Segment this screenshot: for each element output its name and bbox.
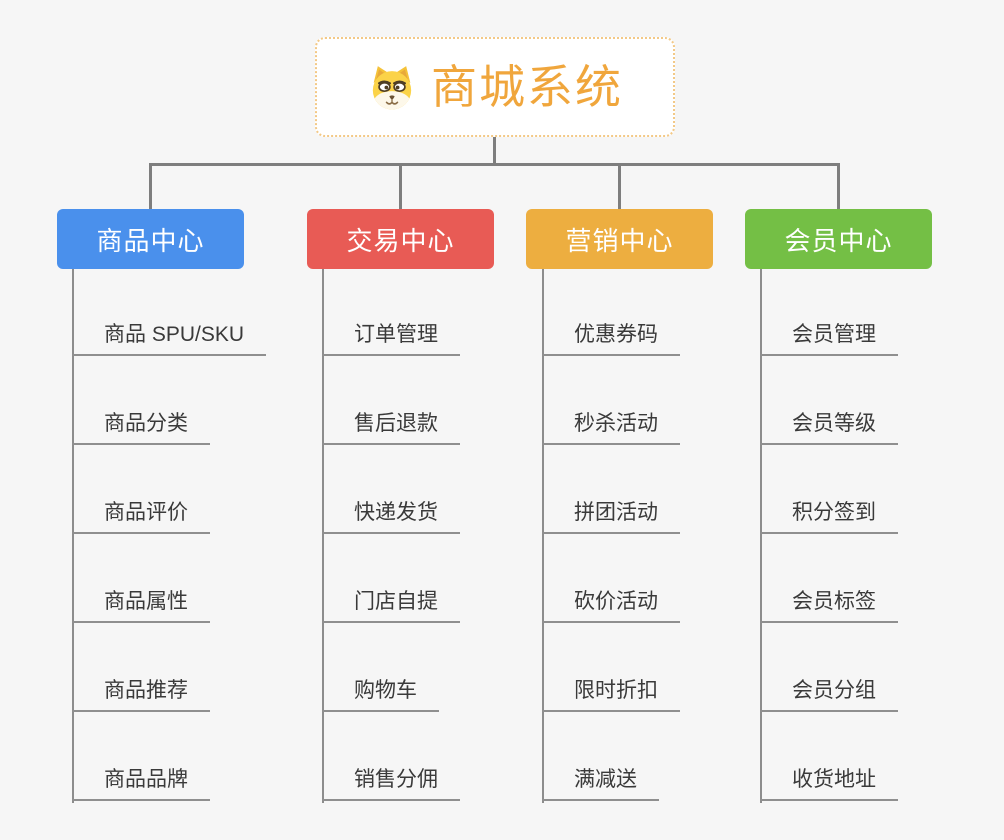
branch-children-product-center: 商品 SPU/SKU 商品分类 商品评价 商品属性 商品推荐 商品品牌 [72,269,322,804]
branch-node-member-center[interactable]: 会员中心 [745,209,932,269]
branch-children-trade-center: 订单管理 售后退款 快递发货 门店自提 购物车 销售分佣 [322,269,572,804]
branch-node-trade-center[interactable]: 交易中心 [307,209,494,269]
connector-drop-branch-4 [837,163,840,210]
subtopic-node[interactable]: 会员标签 [760,589,898,623]
connector-column-line [72,269,74,803]
root-topic-node[interactable]: 商城系统 [315,37,675,137]
connector-column-line [760,269,762,803]
connector-drop-branch-1 [149,163,152,210]
subtopic-node[interactable]: 门店自提 [322,589,460,623]
subtopic-node[interactable]: 商品 SPU/SKU [72,322,267,356]
subtopic-node[interactable]: 优惠券码 [542,322,680,356]
connector-column-line [542,269,544,803]
dog-face-icon [372,66,412,110]
subtopic-node[interactable]: 积分签到 [760,500,898,534]
subtopic-node[interactable]: 砍价活动 [542,589,680,623]
branch-children-member-center: 会员管理 会员等级 积分签到 会员标签 会员分组 收货地址 [760,269,1004,804]
branch-children-marketing-center: 优惠券码 秒杀活动 拼团活动 砍价活动 限时折扣 满减送 [542,269,792,804]
subtopic-node[interactable]: 购物车 [322,678,439,712]
root-topic-title: 商城系统 [431,61,623,113]
subtopic-node[interactable]: 满减送 [542,767,659,801]
connector-drop-branch-3 [618,163,621,210]
subtopic-node[interactable]: 会员等级 [760,411,898,445]
branch-node-marketing-center[interactable]: 营销中心 [526,209,713,269]
subtopic-node[interactable]: 拼团活动 [542,500,680,534]
subtopic-node[interactable]: 商品品牌 [72,767,210,801]
subtopic-node[interactable]: 售后退款 [322,411,460,445]
subtopic-node[interactable]: 会员管理 [760,322,898,356]
subtopic-node[interactable]: 商品评价 [72,500,210,534]
subtopic-node[interactable]: 订单管理 [322,322,460,356]
subtopic-node[interactable]: 收货地址 [760,767,898,801]
subtopic-node[interactable]: 商品推荐 [72,678,210,712]
subtopic-node[interactable]: 限时折扣 [542,678,680,712]
connector-column-line [322,269,324,803]
branch-node-product-center[interactable]: 商品中心 [57,209,244,269]
subtopic-node[interactable]: 快递发货 [322,500,460,534]
subtopic-node[interactable]: 秒杀活动 [542,411,680,445]
subtopic-node[interactable]: 销售分佣 [322,767,460,801]
subtopic-node[interactable]: 商品分类 [72,411,210,445]
connector-drop-branch-2 [399,163,402,210]
subtopic-node[interactable]: 商品属性 [72,589,210,623]
connector-root-stem [493,137,496,164]
subtopic-node[interactable]: 会员分组 [760,678,898,712]
connector-horizontal-bus [149,163,840,166]
